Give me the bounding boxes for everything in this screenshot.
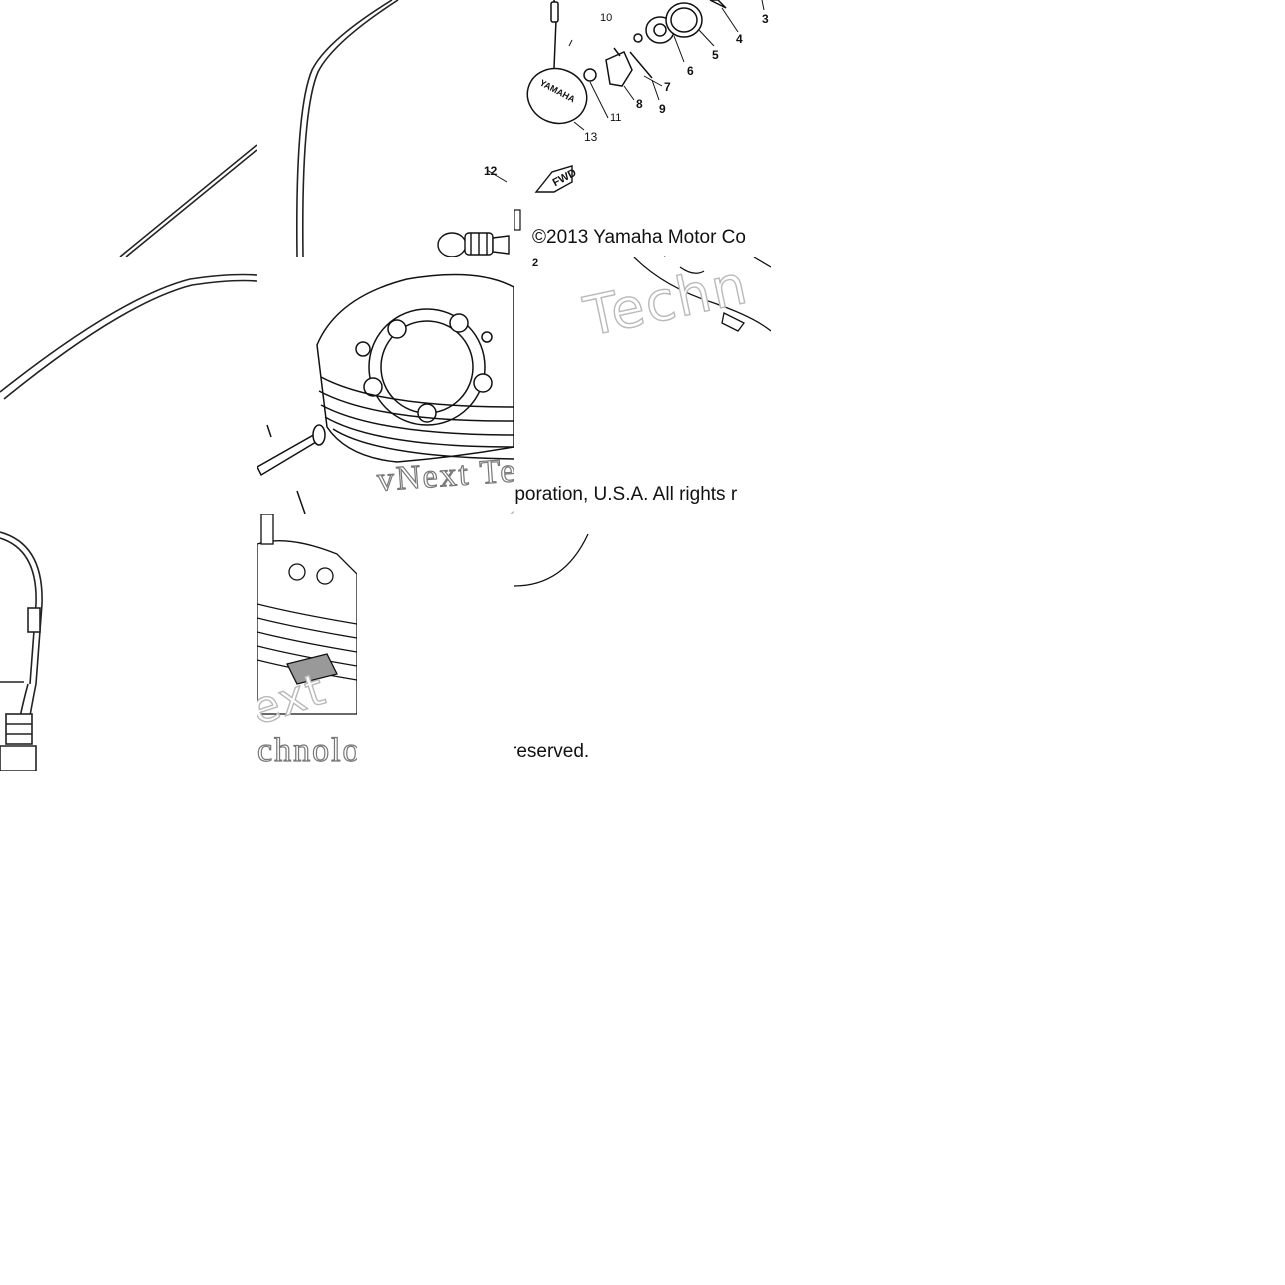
lower-cylinder-drawing xyxy=(257,514,357,715)
callout-12: 12 xyxy=(484,164,498,178)
cable-drawing xyxy=(119,144,257,257)
fragment-drawing-2 xyxy=(514,533,589,587)
callout-4: 4 xyxy=(736,32,743,46)
watermark-text-3: olog xyxy=(506,496,514,514)
copyright-line-2: rporation, U.S.A. All rights r xyxy=(514,484,738,505)
callout-13: 13 xyxy=(584,130,598,144)
callout-7: 7 xyxy=(664,80,671,94)
tile-fragment-right: 2 Techn rporation, U.S.A. All rights r xyxy=(514,257,771,514)
callout-5: 5 xyxy=(712,48,719,62)
tile-parts-exploded: 10 13 11 8 9 7 6 5 4 3 YAMAHA FWD ©2013 … xyxy=(514,0,771,257)
tile-cylinder: 14 vNext Te olog xyxy=(257,257,514,514)
fragment-drawing xyxy=(633,257,771,332)
tile-fragment-lower: reserved. xyxy=(514,514,618,771)
watermark-text-5: chnolo xyxy=(257,731,357,769)
tile-cable-upper: 12 xyxy=(257,0,514,257)
tile-lower-cylinder: ext chnolo xyxy=(257,514,357,771)
cable-drawing-3 xyxy=(0,273,257,400)
cable-drawing-4 xyxy=(0,531,43,771)
cylinder-drawing xyxy=(257,273,514,514)
callout-8: 8 xyxy=(636,97,643,111)
tile-cable-middle xyxy=(0,257,257,514)
callout-9: 9 xyxy=(659,102,666,116)
tile-cable-lower xyxy=(0,514,257,771)
tile-cables-top xyxy=(0,0,257,257)
callout-3: 3 xyxy=(762,12,769,26)
callout-11: 11 xyxy=(610,112,622,124)
cable-drawing-2 xyxy=(296,0,510,257)
copyright-line-1: ©2013 Yamaha Motor Co xyxy=(532,227,746,248)
callout-10: 10 xyxy=(600,12,613,24)
copyright-line-3: reserved. xyxy=(514,741,590,762)
callout-2: 2 xyxy=(532,257,539,269)
callout-6: 6 xyxy=(687,64,694,78)
exploded-parts-drawing xyxy=(514,0,765,257)
